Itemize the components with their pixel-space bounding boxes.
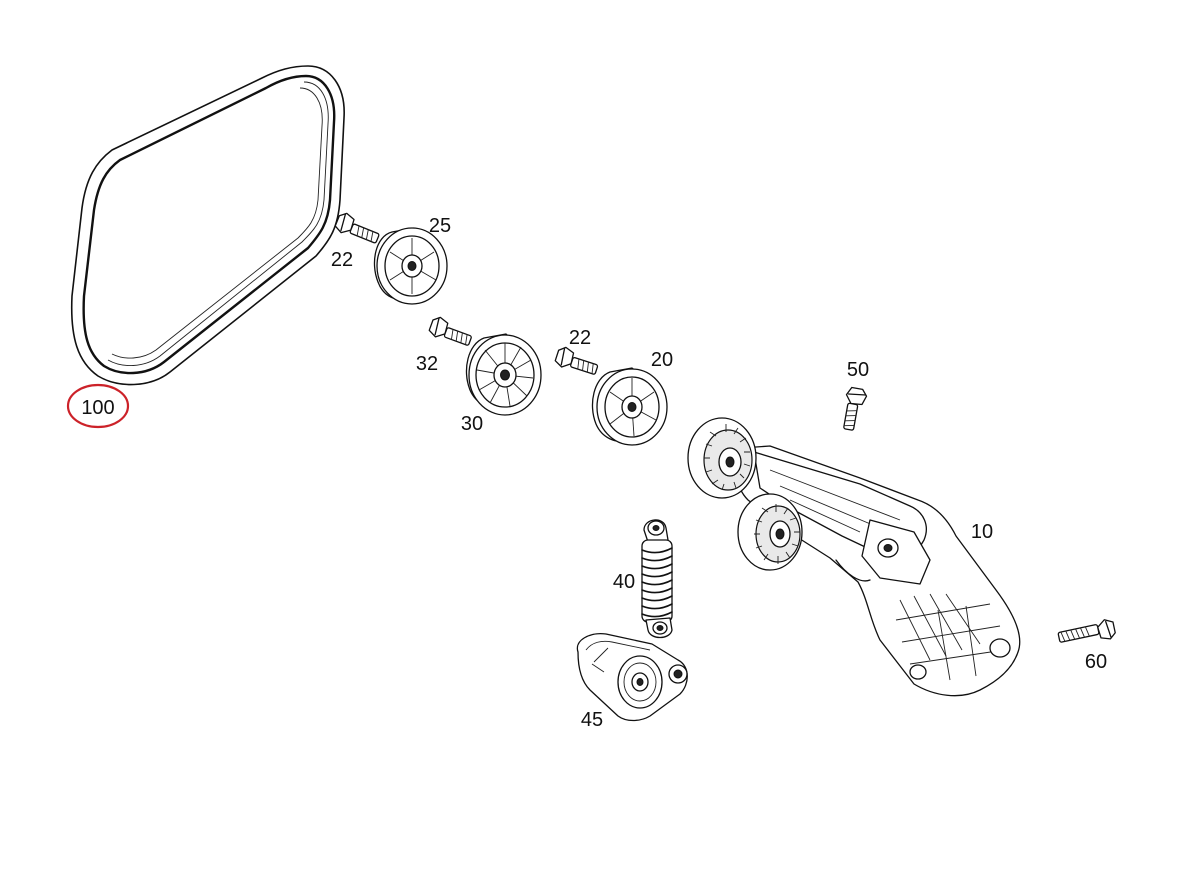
pulley-part-30[interactable] — [465, 333, 542, 416]
part-label-40: 40 — [613, 571, 635, 593]
bolt-part-22b[interactable] — [554, 345, 600, 377]
pulley-part-20[interactable] — [591, 367, 668, 446]
damper-part-40[interactable] — [641, 519, 673, 639]
bolt-part-22a[interactable] — [334, 211, 382, 246]
callout-100[interactable]: 100 — [66, 383, 130, 429]
part-label-45: 45 — [581, 709, 603, 731]
belt-part-100[interactable] — [70, 65, 345, 386]
part-label-25: 25 — [429, 215, 451, 237]
part-label-50: 50 — [847, 359, 869, 381]
part-label-22a: 22 — [331, 249, 353, 271]
part-label-100: 100 — [81, 397, 114, 419]
pulley-part-25[interactable] — [373, 227, 448, 305]
part-label-10: 10 — [971, 521, 993, 543]
tensioner-bracket-part-10[interactable] — [687, 417, 1021, 697]
highlight-ring — [66, 383, 130, 429]
part-label-22b: 22 — [569, 327, 591, 349]
part-label-20: 20 — [651, 349, 673, 371]
part-label-32: 32 — [416, 353, 438, 375]
bolt-part-50[interactable] — [841, 386, 868, 432]
part-label-60: 60 — [1085, 651, 1107, 673]
bolt-part-60[interactable] — [1057, 618, 1116, 649]
part-label-30: 30 — [461, 413, 483, 435]
bolt-part-32[interactable] — [428, 315, 474, 348]
tensioner-housing-part-45[interactable] — [576, 633, 688, 722]
